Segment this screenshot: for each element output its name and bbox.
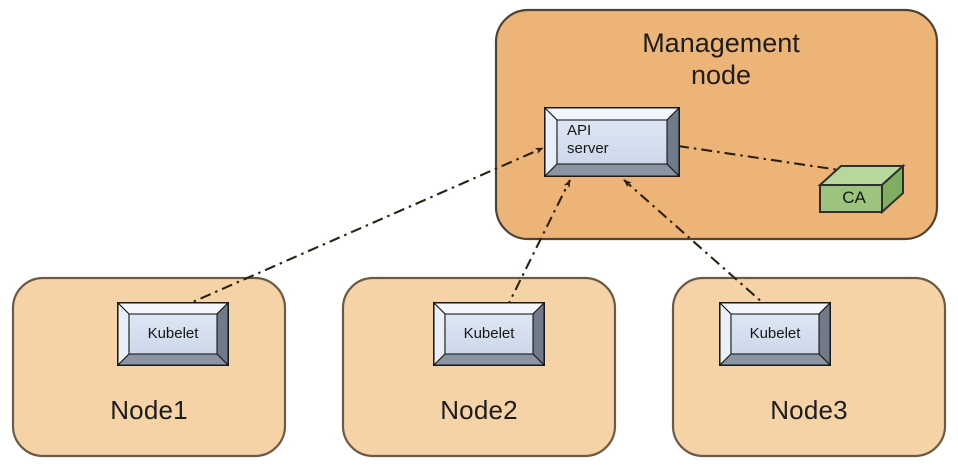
connector-api-server-to-node2-kubelet [501,179,571,318]
node1-kubelet-label: Kubelet [147,325,199,342]
connector-api-server-to-node3-kubelet [623,179,778,316]
management-node-title: Management node [642,28,800,90]
node3-label: Node3 [770,395,848,425]
node2-label: Node2 [440,395,518,425]
ca-label: CA [842,188,866,207]
node2-kubelet-label: Kubelet [463,325,515,342]
ca-cube [817,163,906,215]
connector-api-server-to-node1-kubelet [172,147,544,311]
node1-label: Node1 [110,395,188,425]
node3-kubelet-label: Kubelet [749,325,801,342]
connectors-group [172,142,867,318]
node1-kubelet-box [116,301,230,367]
node3-kubelet-box [718,301,832,367]
node2-kubelet-box [432,301,546,367]
connector-api-server-to-ca [670,142,867,177]
api-server-label: API server [567,122,609,157]
api-server-box [543,106,681,178]
worker-node-containers [11,276,947,458]
